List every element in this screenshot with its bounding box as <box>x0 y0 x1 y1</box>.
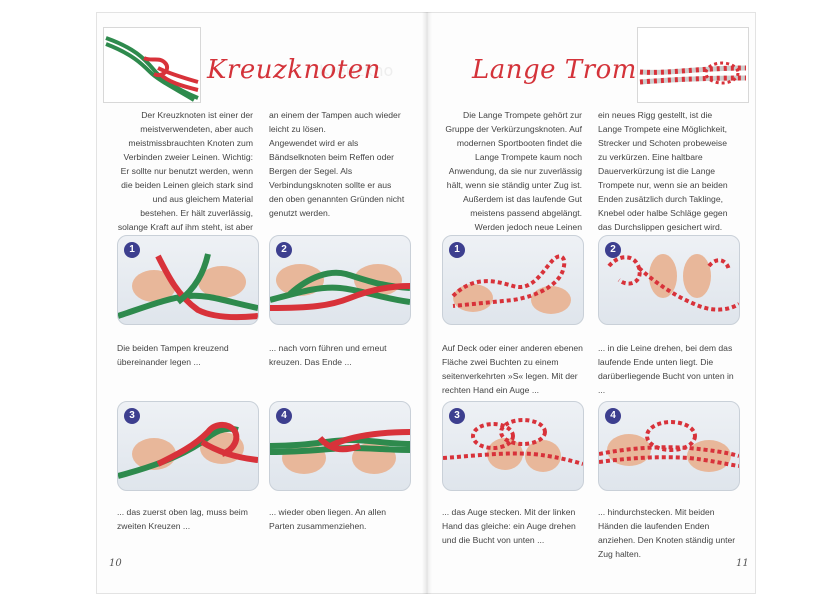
step-number-badge: 3 <box>449 408 465 424</box>
step-number-badge: 4 <box>605 408 621 424</box>
step-photo-1: 1 <box>117 235 259 325</box>
intro-text-col1-left: Der Kreuzknoten ist einer der meistverwe… <box>115 108 253 248</box>
step-caption: ... das zuerst oben lag, muss beim zweit… <box>117 507 248 531</box>
section-title-kreuzknoten: Kreuzknoten <box>207 55 381 85</box>
step-photo-3: 3 <box>442 401 584 491</box>
intro-paragraph: Angewendet wird er als Bändselknoten bei… <box>269 138 405 218</box>
step-caption: ... wieder oben liegen. An allen Parten … <box>269 507 387 531</box>
step-caption: ... das Auge stecken. Mit der linken Han… <box>442 507 576 545</box>
sheepshank-thumbnail <box>639 61 747 85</box>
step-photo-4: 4 <box>598 401 740 491</box>
title-image-frame-left <box>103 27 201 103</box>
intro-paragraph: Der Kreuzknoten ist einer der meistverwe… <box>117 110 253 246</box>
page-number-left: 10 <box>109 558 122 569</box>
step-photo-1: 1 <box>442 235 584 325</box>
intro-text-col2-left: an einem der Tampen auch wieder leicht z… <box>269 108 407 220</box>
step-caption: ... in die Leine drehen, bei dem das lau… <box>598 343 734 395</box>
title-image-frame-right <box>637 27 749 103</box>
step-photo-2: 2 <box>598 235 740 325</box>
step-number-badge: 2 <box>276 242 292 258</box>
step-number-badge: 1 <box>449 242 465 258</box>
intro-text-col1-right: Die Lange Trompete gehört zur Gruppe der… <box>444 108 582 248</box>
step-caption: Auf Deck oder einer anderen ebenen Fläch… <box>442 343 583 395</box>
open-booklet: Kreuzkno Kreuzknoten Der Kreuzknoten ist… <box>96 12 756 594</box>
intro-text-col2-right: ein neues Rigg gestellt, ist die Lange T… <box>598 108 738 234</box>
intro-paragraph: Die Lange Trompete gehört zur Gruppe der… <box>445 110 582 246</box>
ghost-heading-left: Kreuzkno <box>319 61 394 80</box>
step-number-badge: 4 <box>276 408 292 424</box>
step-number-badge: 1 <box>124 242 140 258</box>
step-caption: ... hindurchstecken. Mit beiden Händen d… <box>598 507 736 559</box>
step-number-badge: 3 <box>124 408 140 424</box>
step-photo-2: 2 <box>269 235 411 325</box>
reef-knot-thumbnail <box>105 36 199 102</box>
left-page: Kreuzkno Kreuzknoten Der Kreuzknoten ist… <box>96 12 426 594</box>
intro-paragraph: ein neues Rigg gestellt, ist die Lange T… <box>598 110 728 232</box>
step-photo-3: 3 <box>117 401 259 491</box>
page-number-right: 11 <box>736 558 749 569</box>
step-caption: ... nach vorn führen und erneut kreuzen.… <box>269 343 387 367</box>
step-photo-4: 4 <box>269 401 411 491</box>
right-page: Lange Trompete Die Lange Trompete gehört… <box>426 12 756 594</box>
step-caption: Die beiden Tampen kreuzend übereinander … <box>117 343 229 367</box>
book-spine-shadow <box>422 12 432 594</box>
step-number-badge: 2 <box>605 242 621 258</box>
intro-paragraph: an einem der Tampen auch wieder leicht z… <box>269 110 401 134</box>
